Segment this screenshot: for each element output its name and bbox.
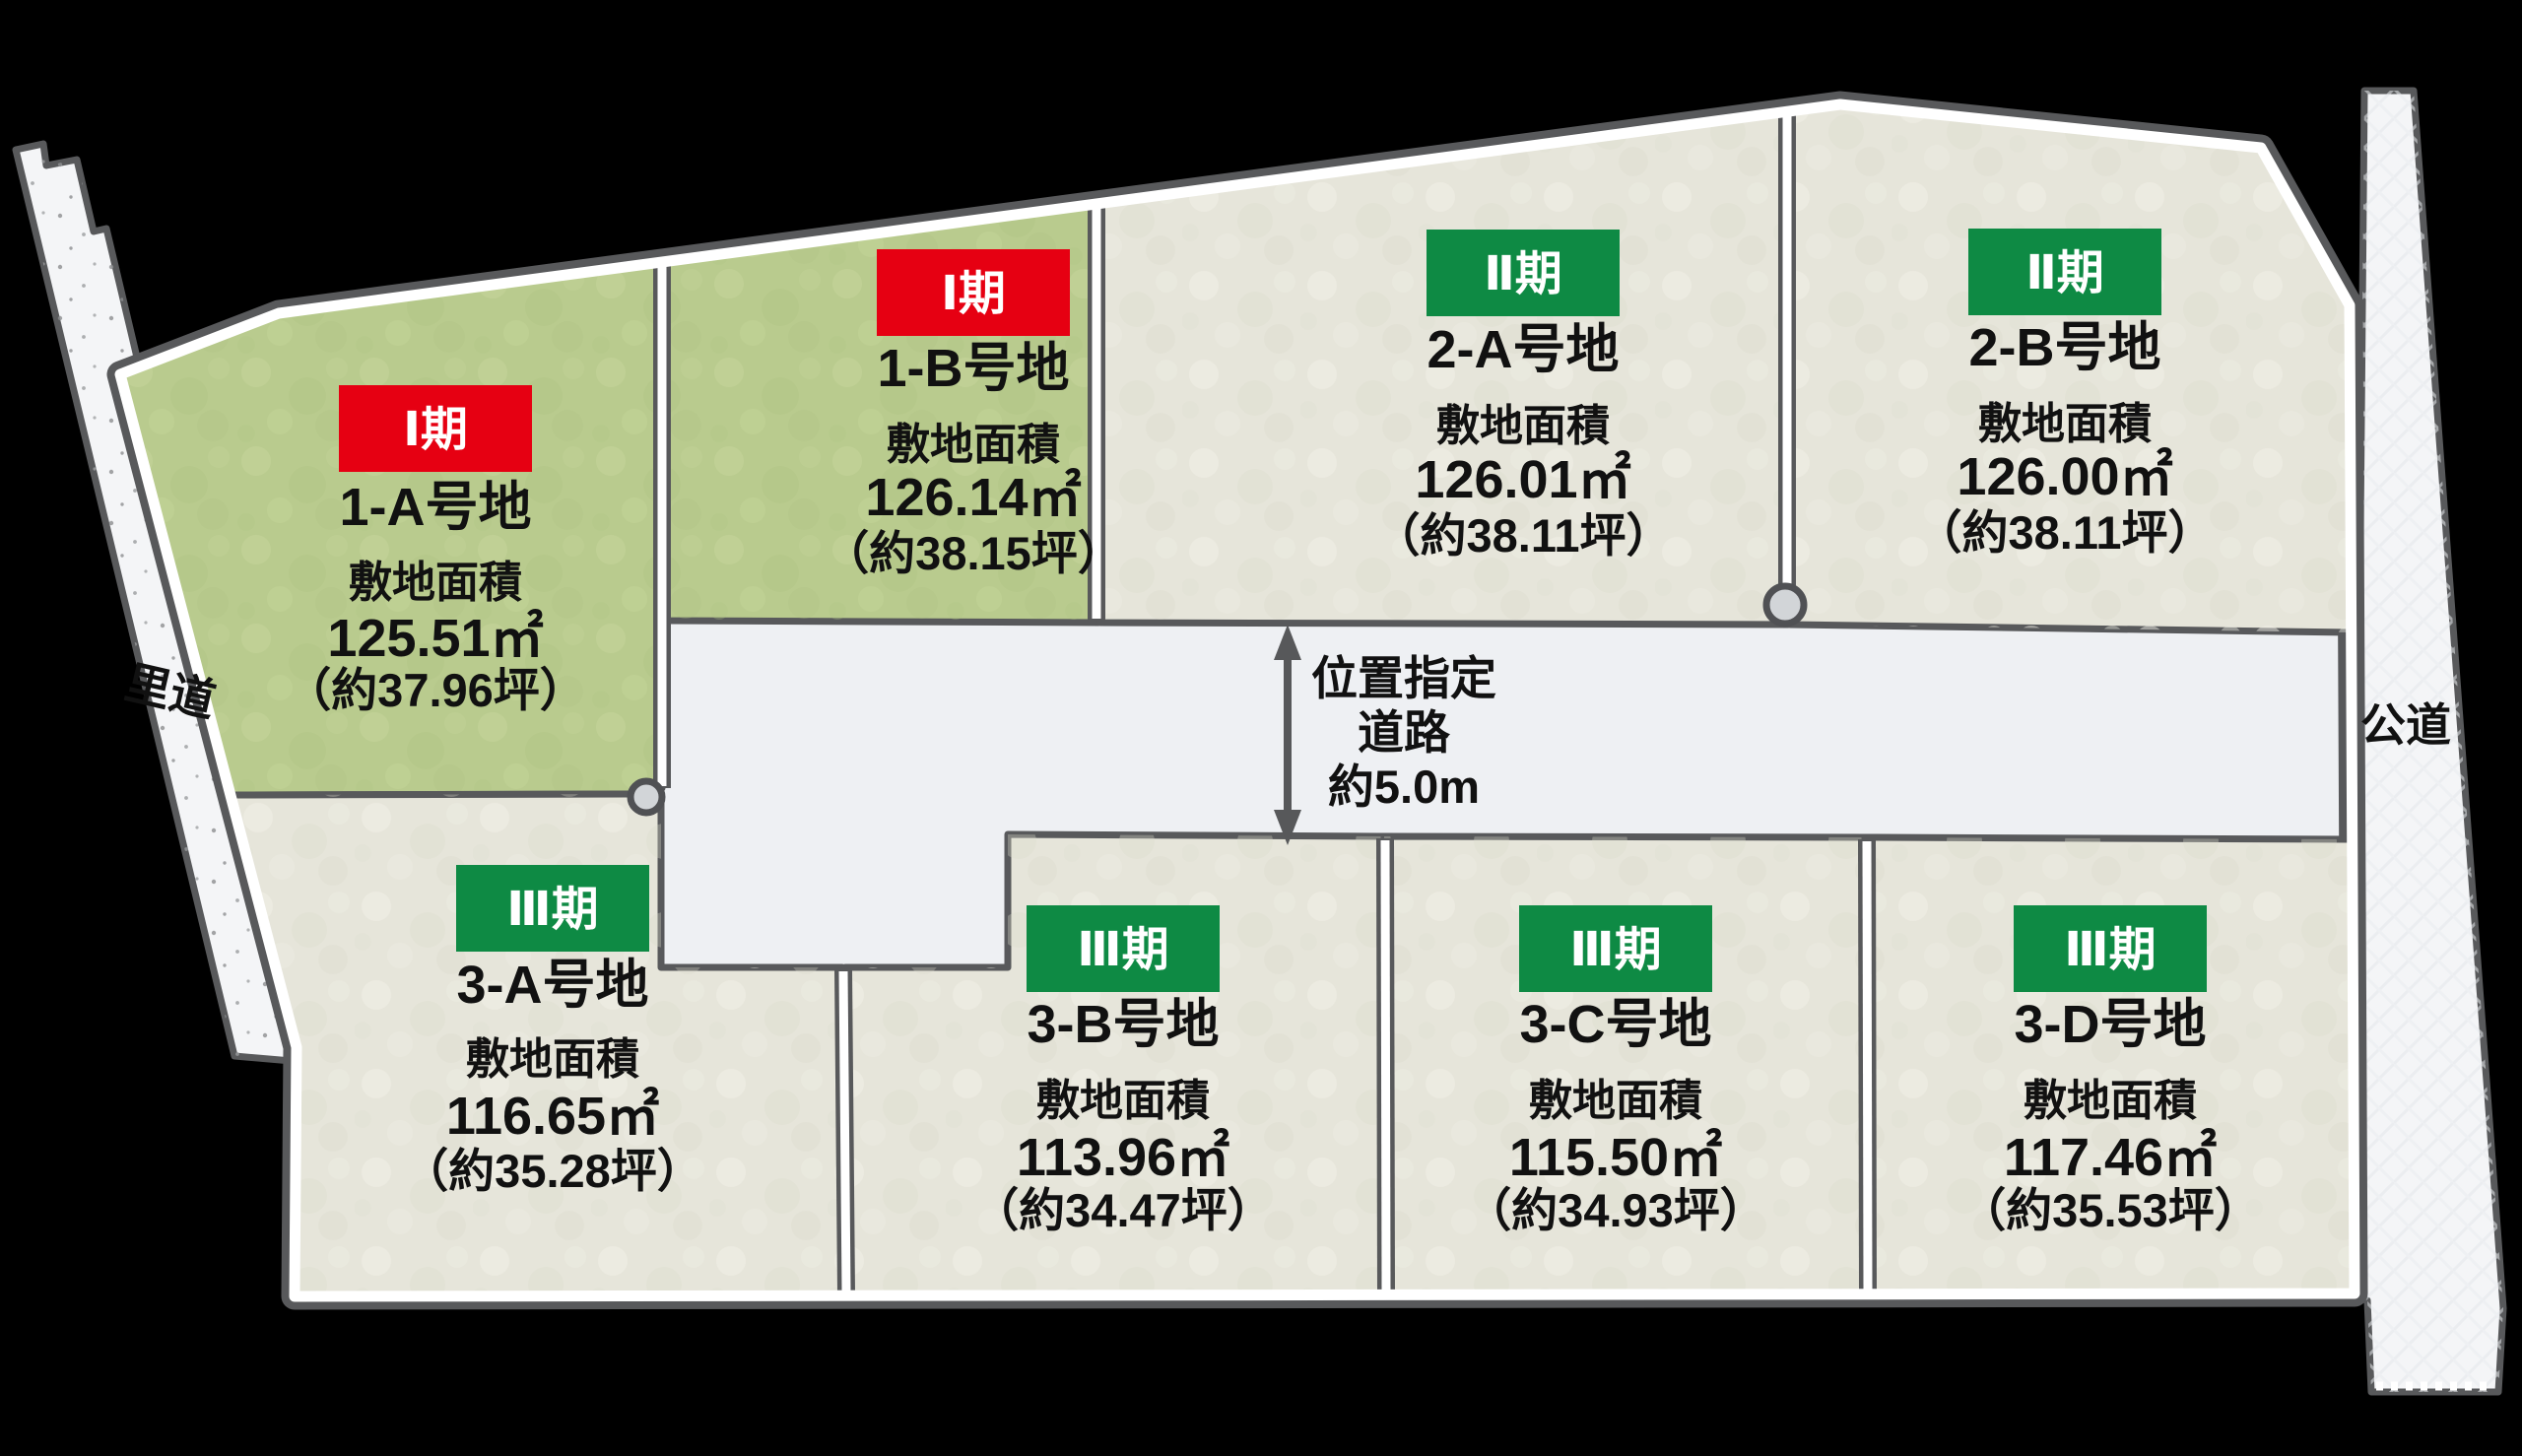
lot-name-3d: 3-D号地 — [2014, 995, 2206, 1054]
lot-area-label-3a: 敷地面積 — [466, 1035, 639, 1084]
lot-name-3c: 3-C号地 — [1519, 995, 1711, 1054]
lot-info-1b: Ⅰ期 1-B号地 敷地面積 126.14㎡ （約38.15坪） — [823, 249, 1124, 579]
boundary-3b-3c-white — [1380, 839, 1391, 1292]
lot-info-3b: Ⅲ期 3-B号地 敷地面積 113.96㎡ （約34.47坪） — [972, 905, 1274, 1236]
lot-tsubo-3b: （約34.47坪） — [972, 1184, 1274, 1236]
lot-area-1b: 126.14㎡ — [865, 467, 1081, 527]
phase-badge-3c — [1519, 905, 1712, 992]
phase-badge-label-1a: Ⅰ期 — [403, 404, 468, 456]
lot-info-3c: Ⅲ期 3-C号地 敷地面積 115.50㎡ （約34.93坪） — [1465, 905, 1766, 1236]
lot-area-label-3b: 敷地面積 — [1036, 1077, 1210, 1125]
road-width-arrow-head-down — [1274, 810, 1301, 845]
lot-area-3b: 113.96㎡ — [1017, 1127, 1229, 1187]
lot-area-3c: 115.50㎡ — [1509, 1127, 1722, 1187]
lot-area-label-3d: 敷地面積 — [2024, 1077, 2197, 1125]
lot-info-3d: Ⅲ期 3-D号地 敷地面積 117.46㎡ （約35.53坪） — [1959, 905, 2261, 1236]
lot-info-1a: Ⅰ期 1-A号地 敷地面積 125.51㎡ （約37.96坪） — [285, 385, 586, 716]
phase-badge-label-2a: Ⅱ期 — [1484, 248, 1562, 300]
phase-badge-2a — [1427, 230, 1620, 316]
road-width-arrow-head-up — [1274, 625, 1301, 660]
lot-area-label-3c: 敷地面積 — [1529, 1077, 1702, 1125]
phase-badge-3a — [456, 865, 649, 952]
lot-info-2a: Ⅱ期 2-A号地 敷地面積 126.01㎡ （約38.11坪） — [1373, 230, 1673, 562]
lot-area-3d: 117.46㎡ — [2004, 1127, 2217, 1187]
phase-badge-label-2b: Ⅱ期 — [2025, 247, 2104, 299]
lot-name-2b: 2-B号地 — [1968, 318, 2160, 377]
boundary-3a-3b-white — [838, 970, 851, 1292]
center-road-label-line1: 位置指定 — [1311, 652, 1496, 704]
phase-badge-1a — [339, 385, 532, 472]
phase-badge-label-3b: Ⅲ期 — [1077, 924, 1168, 976]
boundary-3c-3d-white — [1862, 840, 1873, 1291]
lot-info-2b: Ⅱ期 2-B号地 敷地面積 126.00㎡ （約38.11坪） — [1915, 229, 2215, 559]
phase-badge-2b — [1968, 229, 2161, 315]
lot-texture-3a — [230, 794, 845, 1296]
phase-badge-1b — [877, 249, 1070, 336]
lot-name-3b: 3-B号地 — [1027, 995, 1219, 1054]
lot-tsubo-2b: （約38.11坪） — [1915, 506, 2214, 559]
phase-badge-label-3d: Ⅲ期 — [2064, 924, 2156, 976]
lot-info-3a: Ⅲ期 3-A号地 敷地面積 116.65㎡ （約35.28坪） — [402, 865, 703, 1197]
phase-badge-3b — [1027, 905, 1220, 992]
lot-area-label-1a: 敷地面積 — [349, 559, 522, 607]
survey-marker-circle-1 — [627, 777, 666, 817]
lot-name-1a: 1-A号地 — [339, 478, 531, 537]
lot-tsubo-3c: （約34.93坪） — [1465, 1184, 1766, 1236]
lot-tsubo-1b: （約38.15坪） — [823, 527, 1124, 579]
lot-name-1b: 1-B号地 — [877, 339, 1069, 398]
center-road-label-line2: 道路 — [1358, 706, 1451, 759]
site-boundary-white — [114, 99, 2360, 1302]
lot-area-1a: 125.51㎡ — [327, 608, 543, 668]
lot-texture-2b — [1785, 104, 2351, 632]
lot-tsubo-1a: （約37.96坪） — [285, 664, 586, 716]
center-road-label-line3: 約5.0m — [1328, 761, 1480, 813]
lot-name-3a: 3-A号地 — [456, 956, 648, 1015]
phase-badge-label-3c: Ⅲ期 — [1569, 924, 1661, 976]
lot-area-2a: 126.01㎡ — [1415, 449, 1630, 509]
phase-badge-label-3a: Ⅲ期 — [506, 884, 598, 936]
lot-texture-3c — [1384, 836, 1869, 1295]
lot-tsubo-3a: （約35.28坪） — [402, 1145, 703, 1197]
lot-area-label-2b: 敷地面積 — [1978, 400, 2152, 448]
lot-name-2a: 2-A号地 — [1427, 320, 1619, 379]
lot-boundary-lines — [653, 113, 1877, 1294]
road-width-annotation: 位置指定 道路 約5.0m — [1274, 625, 1496, 845]
lot-tsubo-3d: （約35.53坪） — [1959, 1184, 2261, 1236]
lot-area-3a: 116.65㎡ — [446, 1086, 659, 1146]
lot-area-2b: 126.00㎡ — [1957, 446, 2172, 506]
lot-area-label-2a: 敷地面積 — [1436, 402, 1610, 450]
lot-texture-3b — [845, 834, 1387, 1295]
lot-tsubo-2a: （約38.11坪） — [1373, 509, 1672, 562]
survey-marker-circle-2 — [1762, 582, 1808, 628]
lot-texture-3d — [1865, 837, 2355, 1294]
right-road-label: 公道 — [2360, 699, 2451, 751]
phase-badge-label-1b: Ⅰ期 — [941, 268, 1006, 320]
phase-badge-3d — [2014, 905, 2207, 992]
public-road-texture — [2354, 91, 2503, 1392]
lot-area-label-1b: 敷地面積 — [887, 421, 1060, 469]
